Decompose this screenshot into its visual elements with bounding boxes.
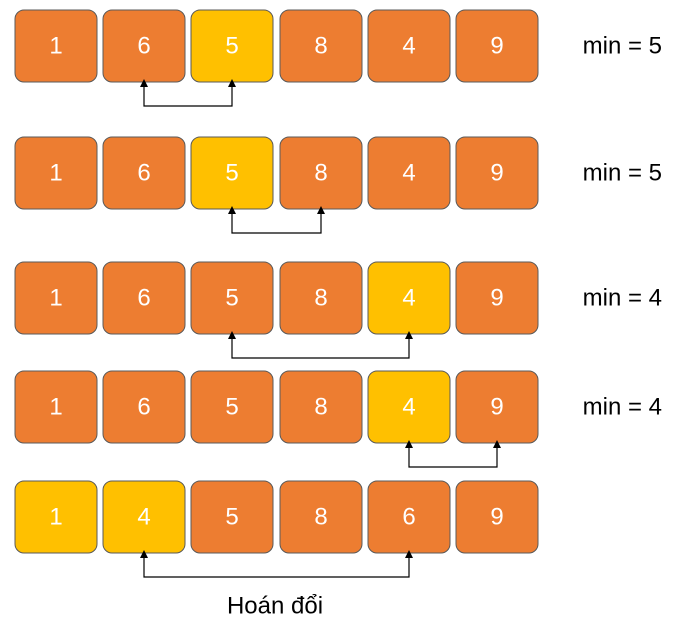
min-label: min = 5 [583,33,662,60]
array-cell [14,261,98,335]
min-label: min = 5 [583,160,662,187]
array-cell-value: 9 [490,33,503,60]
array-cell-value: 5 [225,394,238,421]
array-cell [190,370,274,444]
array-cell [279,9,363,83]
array-cell-value: 8 [314,160,327,187]
array-cell-value: 6 [137,394,150,421]
array-cell-value: 5 [225,504,238,531]
array-cell-value: 1 [49,33,62,60]
array-cell-value: 8 [314,33,327,60]
array-cell [14,9,98,83]
array-cell [455,136,539,210]
array-cell-value: 4 [402,33,415,60]
array-cell [102,136,186,210]
array-cell-value: 1 [49,504,62,531]
array-cell-value: 6 [137,160,150,187]
array-cell-value: 9 [490,285,503,312]
array-cell-value: 4 [137,504,150,531]
array-cell-value: 9 [490,394,503,421]
array-cell-value: 8 [314,394,327,421]
array-cell-value: 4 [402,285,415,312]
comparison-connector [140,550,413,578]
array-cell [455,261,539,335]
array-row-1: 1 6 5 8 4 9 min = 5 [14,9,662,107]
array-cell [455,9,539,83]
array-cell-value: 6 [137,33,150,60]
comparison-connector [140,79,236,107]
array-cell-value: 5 [225,285,238,312]
array-cell-value: 9 [490,504,503,531]
array-cell [279,370,363,444]
comparison-connector [228,331,413,359]
swap-caption: Hoán đổi [227,593,323,620]
array-cell-highlighted [14,480,98,554]
array-cell [367,136,451,210]
array-cell [14,136,98,210]
array-cell-value: 5 [225,33,238,60]
array-cell-value: 8 [314,504,327,531]
array-cell-value: 1 [49,285,62,312]
array-cell [102,370,186,444]
comparison-connector [405,440,501,468]
array-cell-value: 6 [402,504,415,531]
array-cell [455,480,539,554]
array-row-5: 1 4 5 8 6 9 [14,480,539,578]
array-cell [14,370,98,444]
array-cell-value: 5 [225,160,238,187]
comparison-connector [228,206,325,234]
array-cell [367,9,451,83]
array-row-2: 1 6 5 8 4 9 min = 5 [14,136,662,234]
min-label: min = 4 [583,285,662,312]
array-row-4: 1 6 5 8 4 9 min = 4 [14,370,662,468]
array-cell-value: 1 [49,394,62,421]
min-label: min = 4 [583,394,662,421]
array-row-3: 1 6 5 8 4 9 min = 4 [14,261,662,359]
array-cell-value: 9 [490,160,503,187]
array-cell-value: 1 [49,160,62,187]
array-cell [102,261,186,335]
array-cell-value: 8 [314,285,327,312]
array-cell-value: 4 [402,160,415,187]
array-cell-value: 4 [402,394,415,421]
array-cell-value: 6 [137,285,150,312]
